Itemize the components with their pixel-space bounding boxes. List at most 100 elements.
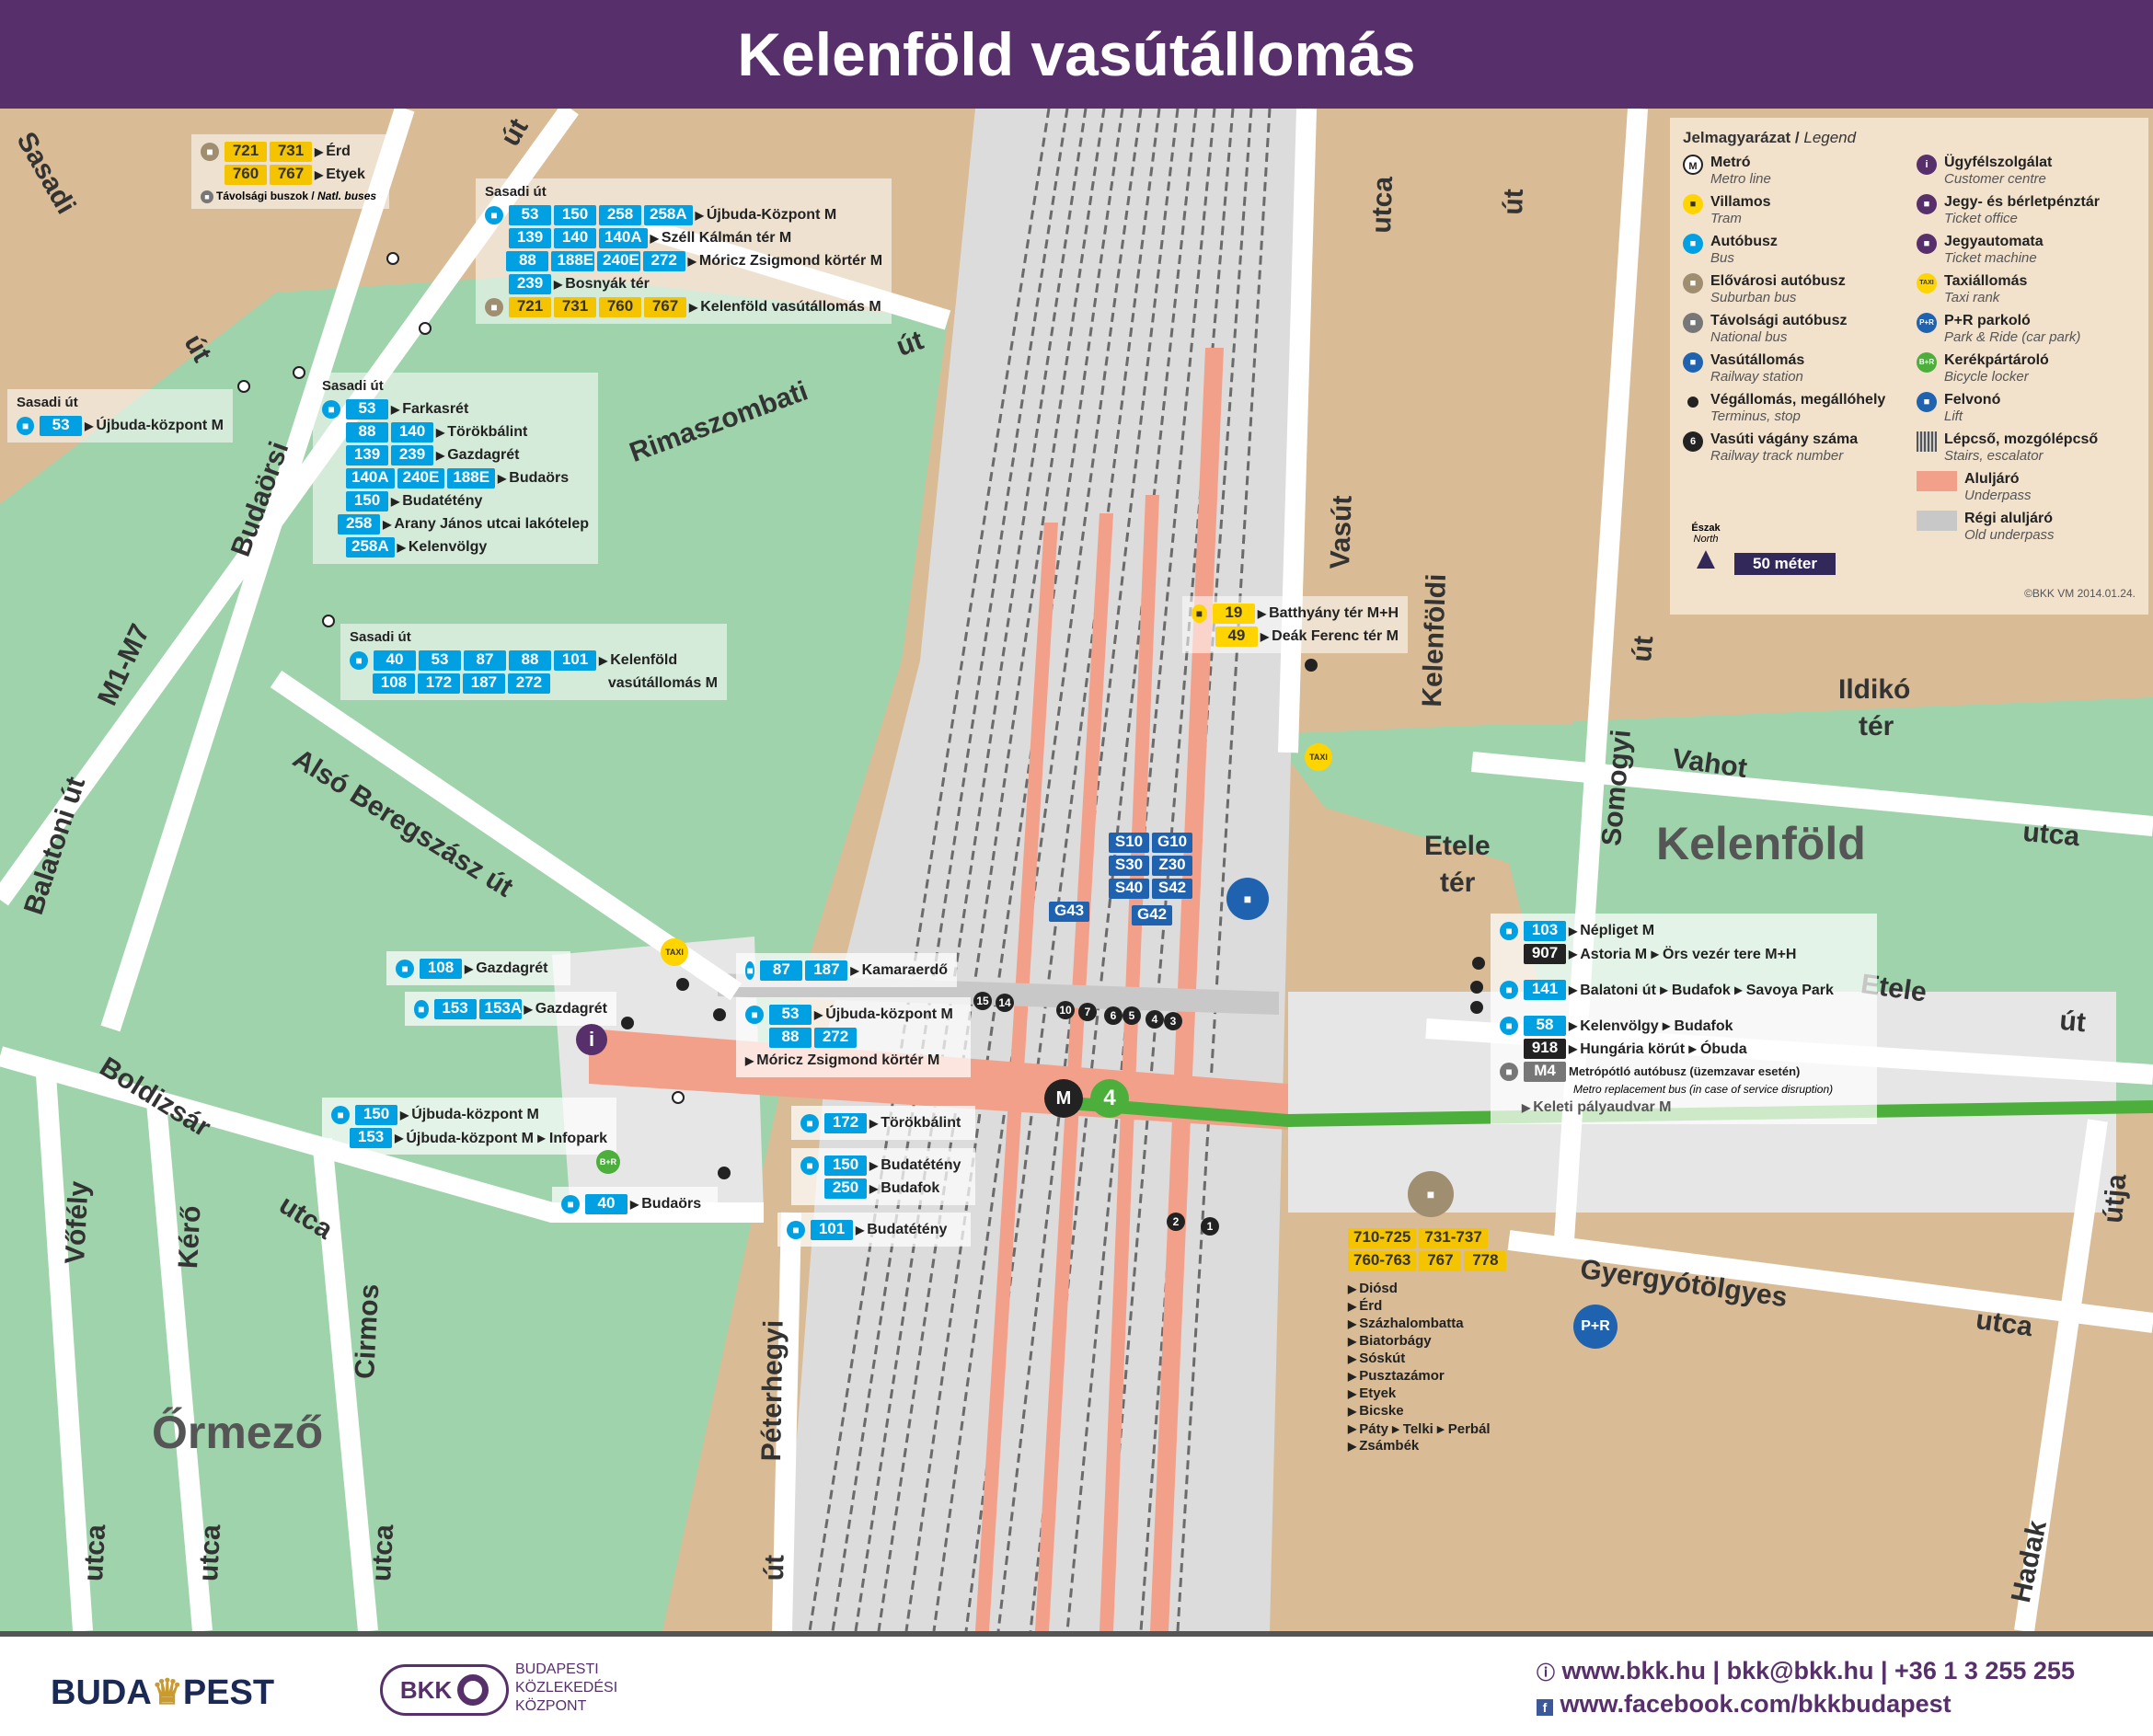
route-badge[interactable]: 240E <box>597 250 640 271</box>
terminus-marker[interactable] <box>672 1091 685 1104</box>
route-badge[interactable]: 40 <box>585 1193 627 1214</box>
rail-badge[interactable]: S40 <box>1109 878 1149 899</box>
stop-marker[interactable] <box>718 1167 731 1179</box>
route-badge[interactable]: 187 <box>805 960 848 981</box>
route-badge[interactable]: 88 <box>509 650 551 671</box>
route-badge[interactable]: 153A <box>478 998 522 1019</box>
route-badge[interactable]: 101 <box>554 650 596 671</box>
route-badge[interactable]: 101 <box>811 1219 853 1240</box>
route-badge[interactable]: 272 <box>507 673 550 694</box>
rail-badge[interactable]: S42 <box>1152 878 1192 899</box>
route-badge[interactable]: 40 <box>374 650 416 671</box>
route-badge[interactable]: 239 <box>509 273 551 294</box>
facebook-line: f www.facebook.com/bkkbudapest <box>1537 1690 1952 1719</box>
rail-badge-g43[interactable]: G43 <box>1049 902 1090 922</box>
route-badge[interactable]: 150 <box>355 1104 397 1125</box>
route-badge[interactable]: 760-763 <box>1348 1250 1417 1271</box>
route-badge[interactable]: M4 <box>1524 1061 1566 1082</box>
rail-badge[interactable]: S30 <box>1109 855 1149 876</box>
station-map[interactable]: Sasadi út út Budaörsi M1-M7 Balatoni út … <box>0 109 2153 1631</box>
route-badge[interactable]: 778 <box>1464 1250 1507 1271</box>
route-badge[interactable]: 150 <box>346 490 388 512</box>
route-badge[interactable]: 918 <box>1524 1038 1566 1059</box>
route-badge[interactable]: 760 <box>225 164 267 185</box>
route-badge[interactable]: 272 <box>642 250 685 271</box>
route-badge[interactable]: 108 <box>420 958 462 979</box>
stop-marker[interactable] <box>1470 1001 1483 1014</box>
route-badge[interactable]: 108 <box>372 673 415 694</box>
route-badge[interactable]: 19 <box>1212 603 1255 624</box>
route-badge[interactable]: 187 <box>462 673 505 694</box>
route-badge[interactable]: 767 <box>270 164 312 185</box>
route-badge[interactable]: 258A <box>346 536 395 558</box>
route-badge[interactable]: 139 <box>509 227 551 248</box>
route-badge[interactable]: 150 <box>554 204 596 225</box>
route-badge[interactable]: 760 <box>599 296 641 317</box>
route-badge[interactable]: 258A <box>644 204 693 225</box>
route-badge[interactable]: 731-737 <box>1419 1227 1488 1248</box>
route-badge[interactable]: 710-725 <box>1348 1227 1417 1248</box>
terminus-marker[interactable] <box>386 252 399 265</box>
route-badge[interactable]: 88 <box>346 421 388 443</box>
stop-marker[interactable] <box>621 1017 634 1029</box>
website-link[interactable]: www.bkk.hu <box>1561 1657 1707 1684</box>
route-badge[interactable]: 87 <box>760 960 803 981</box>
route-badge[interactable]: 53 <box>509 204 551 225</box>
route-badge[interactable]: 139 <box>346 444 388 466</box>
route-badge[interactable]: 58 <box>1524 1015 1566 1036</box>
route-badge[interactable]: 53 <box>40 415 83 436</box>
terminus-marker[interactable] <box>322 615 335 627</box>
route-badge[interactable]: 731 <box>270 141 312 162</box>
terminus-marker[interactable] <box>419 322 432 335</box>
stop-marker[interactable] <box>1472 957 1485 970</box>
customer-centre-icon[interactable]: i <box>576 1024 607 1055</box>
route-badge[interactable]: 731 <box>554 296 596 317</box>
route-badge[interactable]: 141 <box>1524 979 1566 1000</box>
rail-badge-g42[interactable]: G42 <box>1132 905 1173 925</box>
route-badge[interactable]: 240E <box>397 467 445 489</box>
metro-station-icon[interactable]: M <box>1044 1079 1083 1118</box>
facebook-link[interactable]: www.facebook.com/bkkbudapest <box>1560 1690 1952 1718</box>
route-badge[interactable]: 767 <box>1419 1250 1462 1271</box>
stop-marker[interactable] <box>1305 659 1318 672</box>
route-badge[interactable]: 153 <box>350 1127 393 1148</box>
route-badge[interactable]: 150 <box>824 1155 867 1176</box>
north-label: Észak <box>1691 523 1721 534</box>
route-badge[interactable]: 172 <box>417 673 460 694</box>
route-badge[interactable]: 188E <box>447 467 496 489</box>
route-badge[interactable]: 239 <box>391 444 433 466</box>
route-badge[interactable]: 258 <box>599 204 641 225</box>
rail-badge[interactable]: Z30 <box>1152 855 1192 876</box>
route-badge[interactable]: 87 <box>464 650 506 671</box>
stop-marker[interactable] <box>676 978 689 991</box>
route-badge[interactable]: 153 <box>433 998 477 1019</box>
route-badge[interactable]: 140 <box>391 421 433 443</box>
route-badge[interactable]: 140A <box>346 467 395 489</box>
stop-marker[interactable] <box>1470 981 1483 994</box>
route-badge[interactable]: 88 <box>769 1027 812 1048</box>
route-badge[interactable]: 250 <box>824 1178 867 1199</box>
route-badge[interactable]: 140 <box>554 227 596 248</box>
route-badge[interactable]: 88 <box>506 250 549 271</box>
terminus-marker[interactable] <box>293 366 305 379</box>
route-badge[interactable]: 272 <box>814 1027 857 1048</box>
route-badge[interactable]: 140A <box>599 227 648 248</box>
route-badge[interactable]: 907 <box>1524 943 1566 964</box>
route-badge[interactable]: 53 <box>346 398 388 420</box>
route-badge[interactable]: 53 <box>769 1004 812 1025</box>
route-badge[interactable]: 172 <box>824 1112 867 1133</box>
stop-marker[interactable] <box>713 1008 726 1021</box>
phone-number[interactable]: +36 1 3 255 255 <box>1894 1657 2075 1684</box>
route-badge[interactable]: 721 <box>225 141 267 162</box>
route-badge[interactable]: 103 <box>1524 920 1566 941</box>
route-badge[interactable]: 721 <box>509 296 551 317</box>
route-badge[interactable]: 53 <box>419 650 461 671</box>
route-badge[interactable]: 49 <box>1215 626 1258 647</box>
route-badge[interactable]: 188E <box>551 250 595 271</box>
email-link[interactable]: bkk@bkk.hu <box>1726 1657 1874 1684</box>
rail-badge[interactable]: G10 <box>1152 832 1193 853</box>
terminus-marker[interactable] <box>237 380 250 393</box>
route-badge[interactable]: 258 <box>338 513 381 535</box>
route-badge[interactable]: 767 <box>644 296 686 317</box>
rail-badge[interactable]: S10 <box>1109 832 1149 853</box>
